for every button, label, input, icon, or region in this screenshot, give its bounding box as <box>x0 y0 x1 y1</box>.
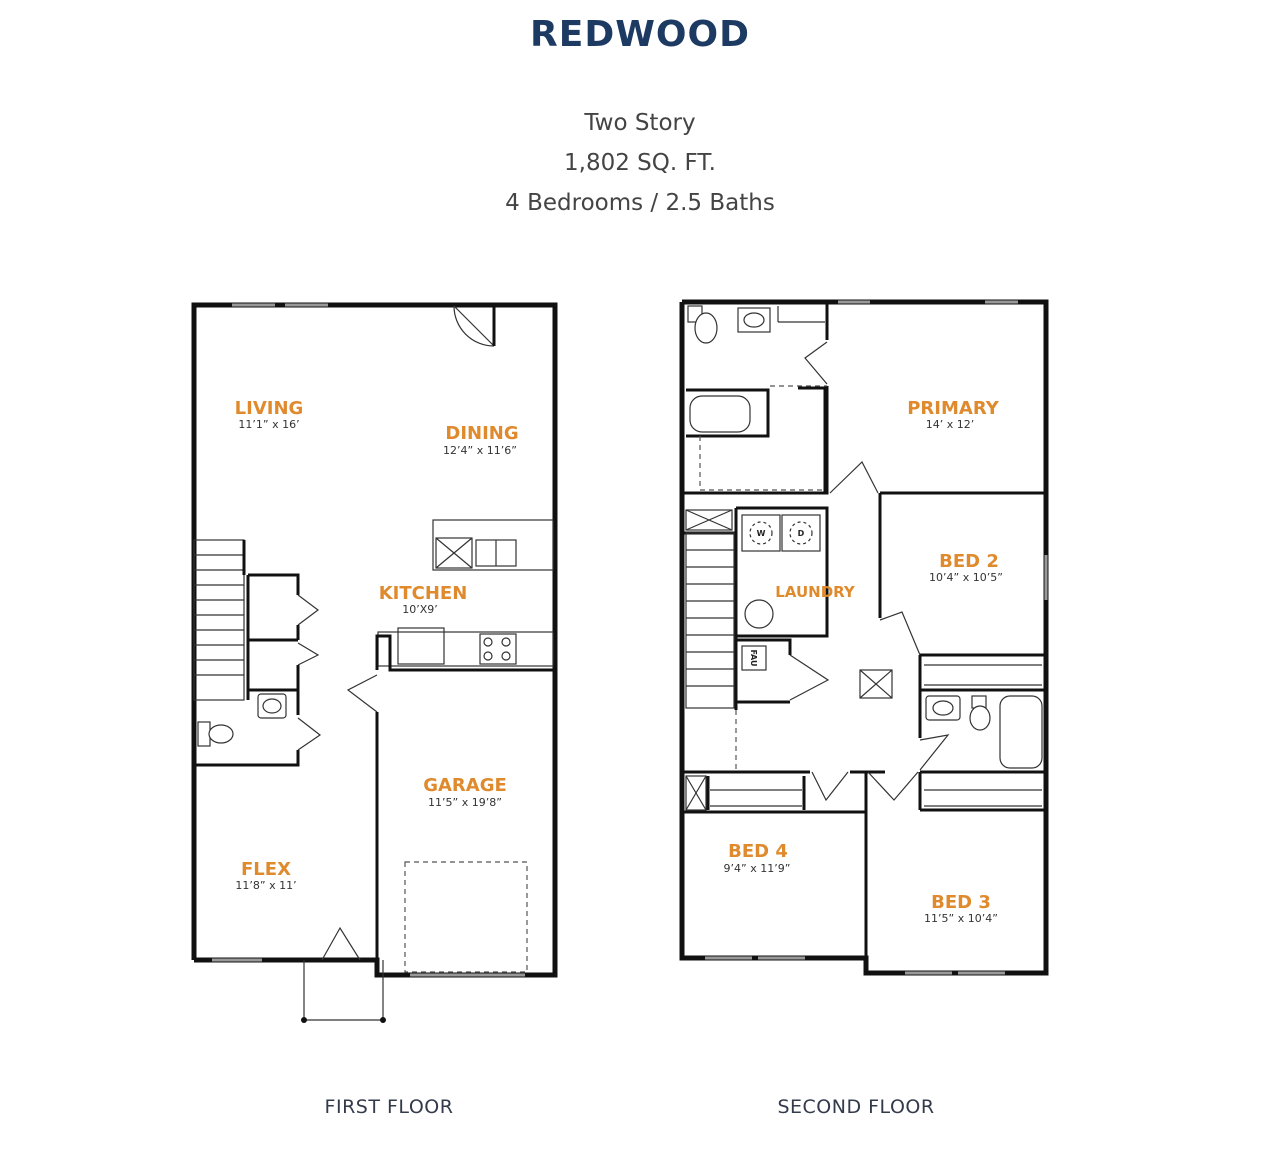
bed4-label: BED 4 <box>728 841 788 862</box>
hvac-unit <box>741 645 767 671</box>
plan-title: REDWOOD <box>530 14 750 55</box>
first-floor-stairs <box>193 539 246 701</box>
garage-label: GARAGE <box>423 775 507 796</box>
kitchen-island <box>432 519 554 571</box>
first-floor-plan: LIVING 11’1” x 16’ DINING 12’4” x 11’6” … <box>191 302 558 1023</box>
second-floor-stairs <box>685 532 735 709</box>
primary-label: PRIMARY <box>907 398 999 419</box>
bed3-label: BED 3 <box>931 892 991 913</box>
spec-bed-bath: 4 Bedrooms / 2.5 Baths <box>505 190 775 216</box>
washer <box>741 514 781 552</box>
living-label: LIVING <box>235 398 304 419</box>
washer-label: W <box>757 529 766 538</box>
dining-dims: 12’4” x 11’6” <box>443 444 517 457</box>
dining-label: DINING <box>445 423 518 444</box>
living-dims: 11’1” x 16’ <box>238 418 299 431</box>
kitchen-dims: 10’X9’ <box>402 603 438 616</box>
dryer-label: D <box>798 529 805 538</box>
spec-square-feet: 1,802 SQ. FT. <box>564 150 716 176</box>
second-floor-caption: SECOND FLOOR <box>777 1096 935 1118</box>
flex-label: FLEX <box>241 859 291 880</box>
second-floor-outer-wall <box>679 299 1049 976</box>
bed3-dims: 11’5” x 10’4” <box>924 912 998 925</box>
water-heater-tank <box>744 599 774 629</box>
dryer <box>781 514 821 552</box>
hvac-label: FAU <box>749 650 758 667</box>
garage-door-outline <box>404 861 528 973</box>
kitchen-counter <box>377 631 554 667</box>
spec-story: Two Story <box>584 110 696 136</box>
garage-dims: 11’5” x 19’8” <box>428 796 502 809</box>
second-floor-plan: W D FAU <box>679 299 1049 976</box>
primary-dims: 14’ x 12’ <box>926 418 975 431</box>
flex-dims: 11’8” x 11’ <box>235 879 296 892</box>
first-floor-caption: FIRST FLOOR <box>324 1096 454 1118</box>
bed4-dims: 9’4” x 11’9” <box>724 862 791 875</box>
kitchen-label: KITCHEN <box>379 583 468 604</box>
laundry-label: LAUNDRY <box>775 583 856 601</box>
bed2-label: BED 2 <box>939 551 999 572</box>
bed2-dims: 10’4” x 10’5” <box>929 571 1003 584</box>
